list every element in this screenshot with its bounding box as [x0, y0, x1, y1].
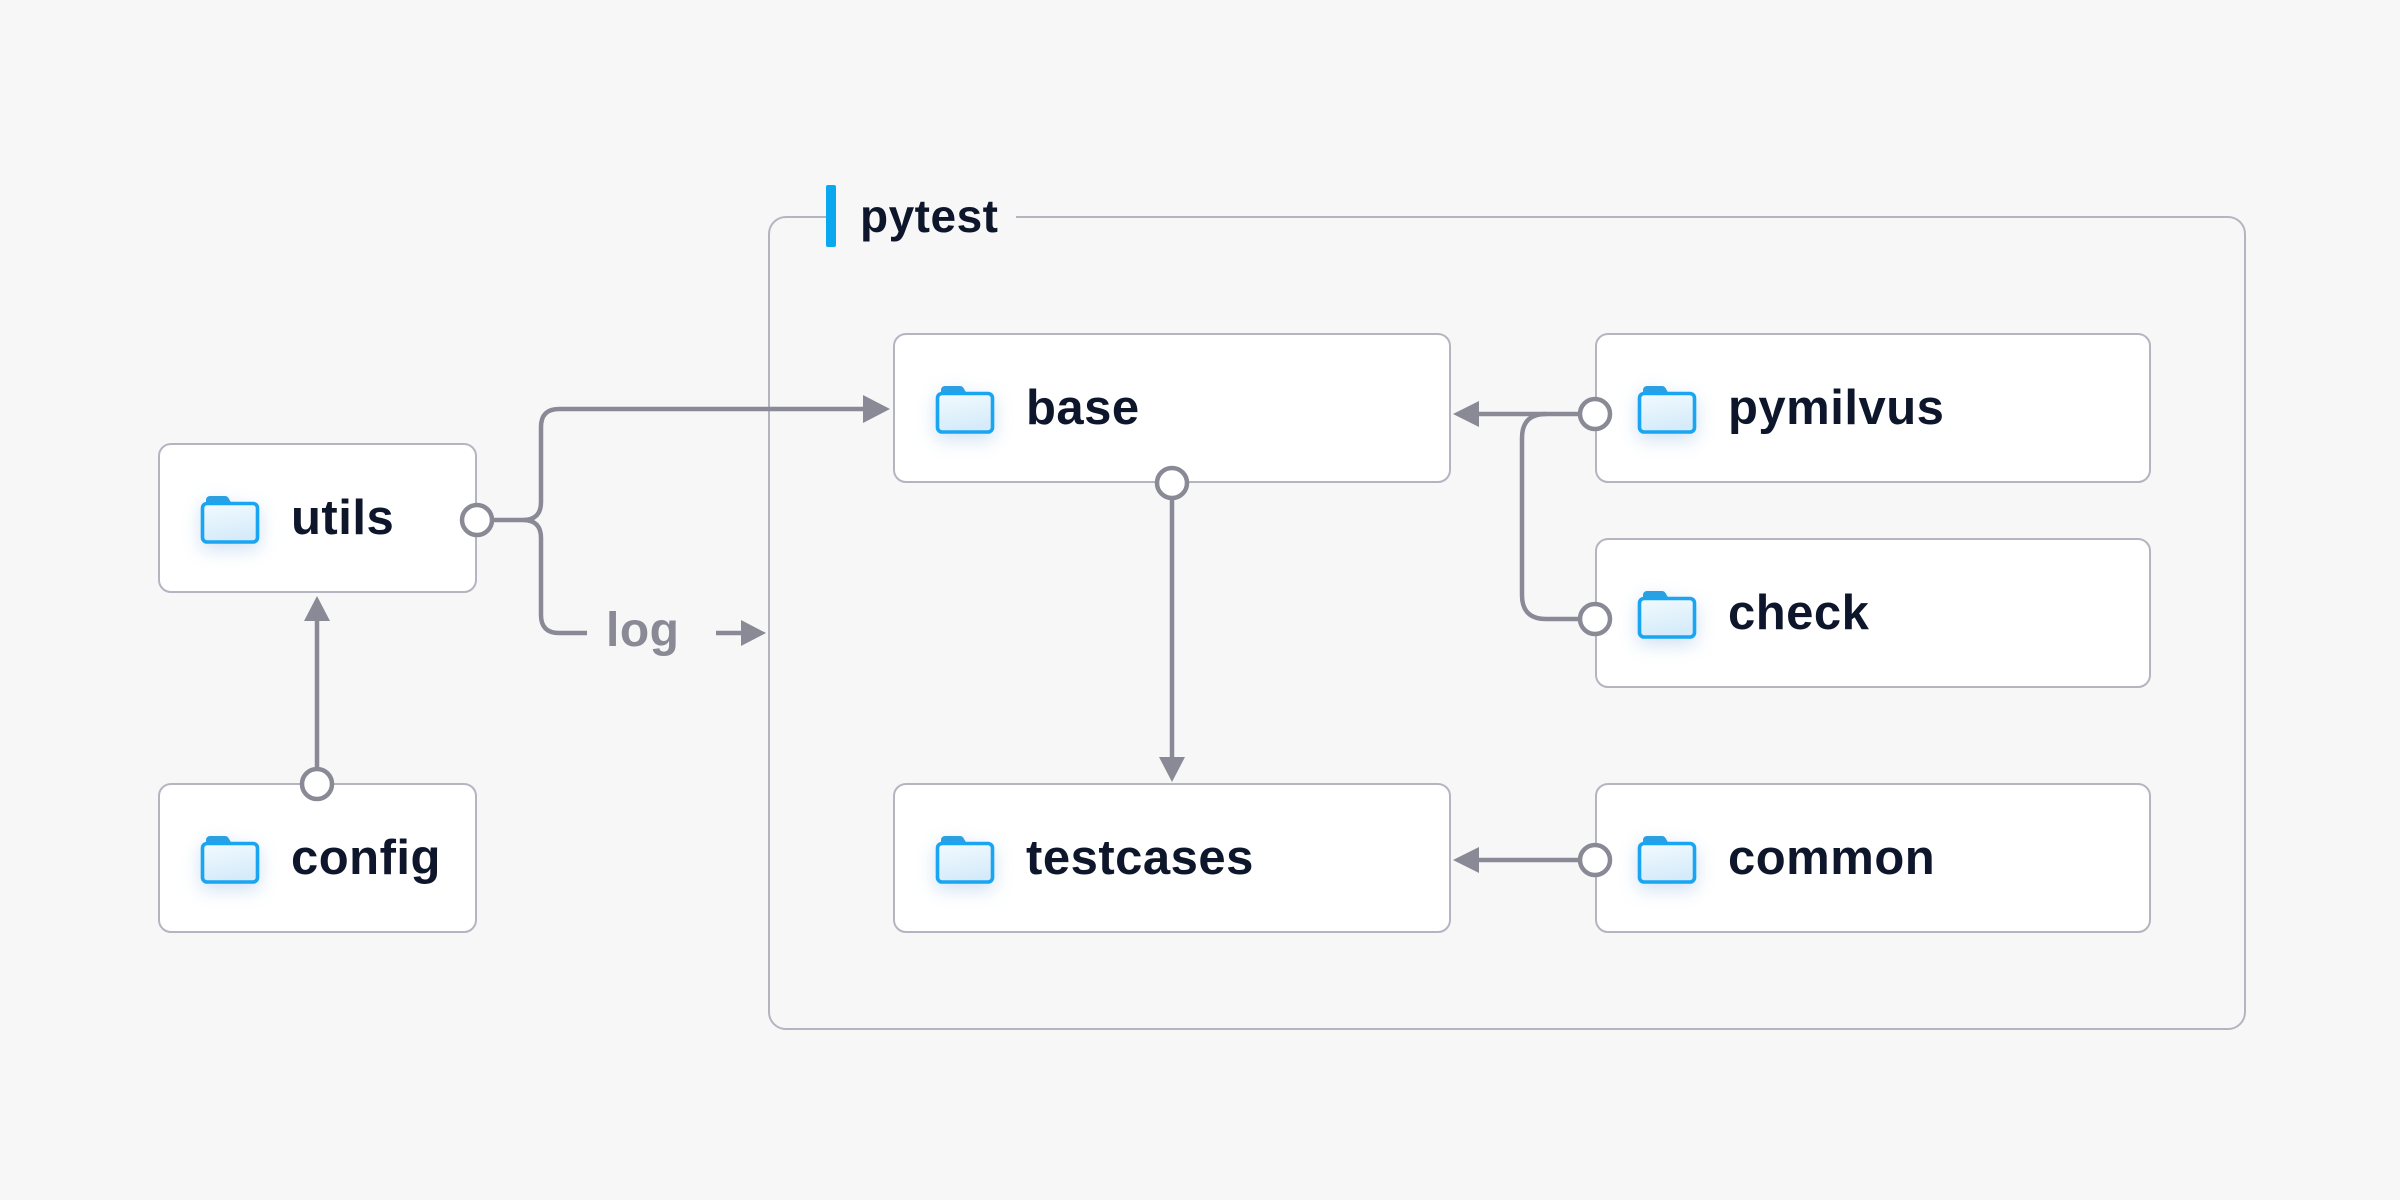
node-base: base	[893, 333, 1451, 483]
pytest-group-container	[768, 216, 2246, 1030]
folder-icon	[1637, 836, 1697, 884]
folder-icon	[1637, 386, 1697, 434]
node-check: check	[1595, 538, 2151, 688]
pytest-group-label: pytest	[826, 183, 1017, 249]
node-pymilvus: pymilvus	[1595, 333, 2151, 483]
label-accent-bar	[826, 185, 836, 247]
folder-icon	[200, 496, 260, 544]
node-label: utils	[291, 491, 395, 545]
node-testcases: testcases	[893, 783, 1451, 933]
folder-icon	[935, 836, 995, 884]
log-edge-label: log	[606, 604, 680, 657]
node-utils: utils	[158, 443, 477, 593]
pytest-group-label-text: pytest	[860, 190, 999, 242]
arrowhead-config-to-utils	[304, 596, 330, 621]
node-label: check	[1728, 586, 1870, 640]
node-common: common	[1595, 783, 2151, 933]
folder-icon	[1637, 591, 1697, 639]
folder-icon	[935, 386, 995, 434]
arrowhead-log-to-container	[741, 620, 766, 646]
node-label: testcases	[1026, 831, 1254, 885]
node-config: config	[158, 783, 477, 933]
node-label: pymilvus	[1728, 381, 1945, 435]
edge-utils-to-log	[522, 517, 587, 636]
node-label: base	[1026, 381, 1140, 435]
node-label: config	[291, 831, 441, 885]
folder-icon	[200, 836, 260, 884]
node-label: common	[1728, 831, 1936, 885]
